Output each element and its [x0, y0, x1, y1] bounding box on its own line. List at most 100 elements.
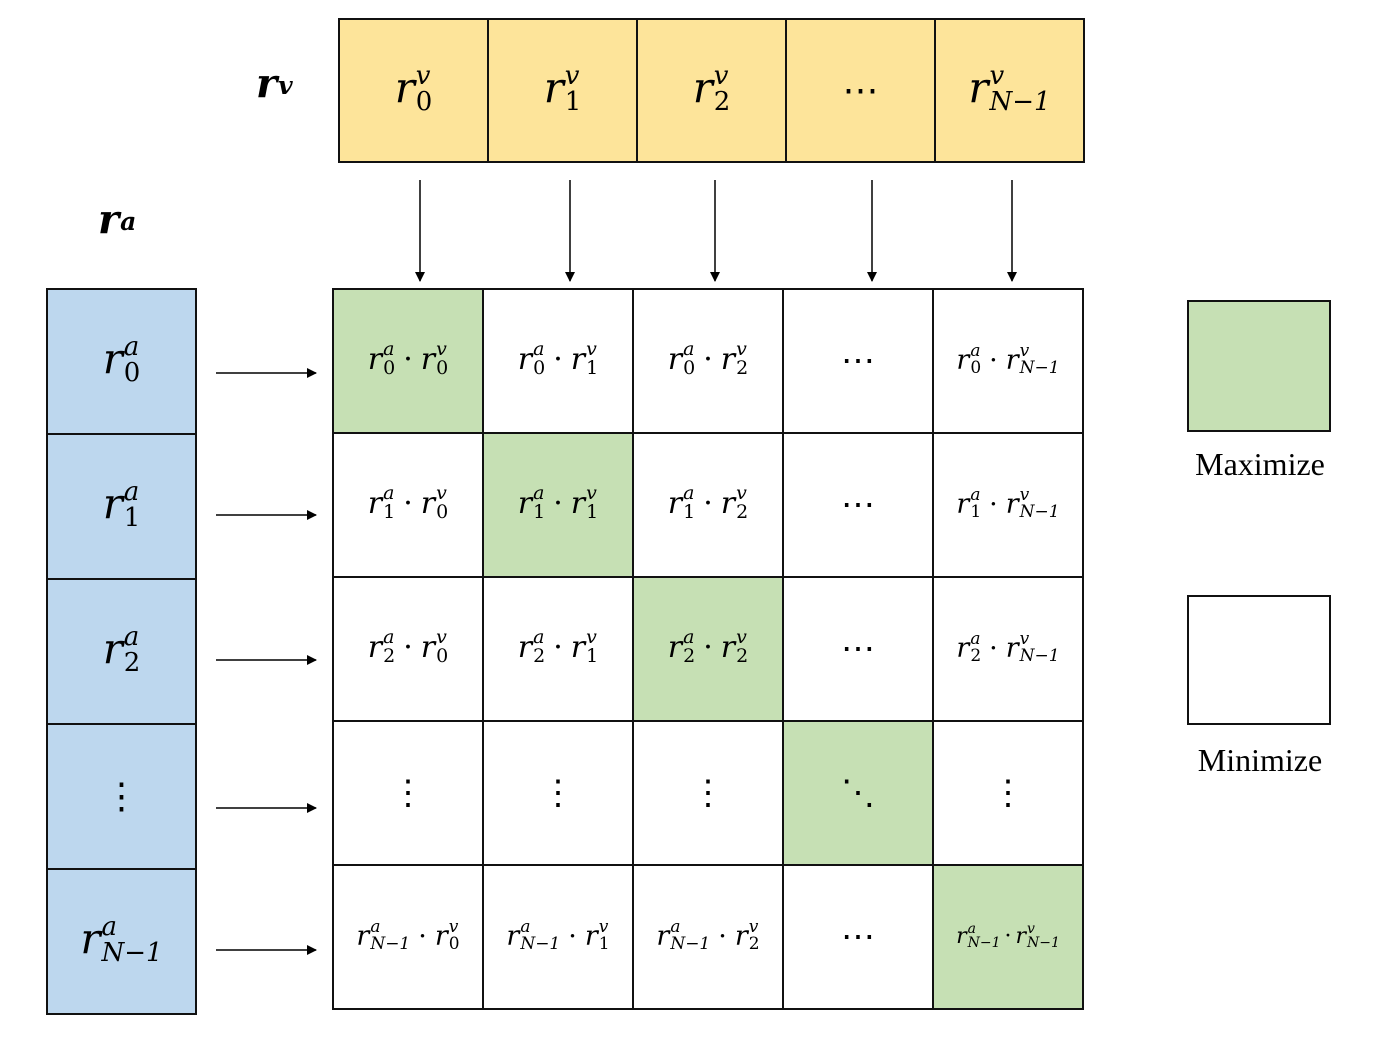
subscript: N−1 — [989, 86, 1051, 117]
subscript: 0 — [123, 357, 141, 388]
subscript: N−1 — [1019, 358, 1060, 378]
symbol-base: r — [102, 623, 123, 673]
symbol-base: r — [420, 342, 436, 377]
dot-operator: · — [989, 344, 998, 376]
subscript: 0 — [970, 358, 982, 378]
dot-operator: · — [403, 630, 413, 665]
dot-operator: · — [703, 486, 713, 521]
superscript: a — [970, 629, 981, 649]
dot-operator: · — [989, 632, 998, 664]
subscript: N−1 — [670, 934, 711, 954]
subscript: 1 — [383, 501, 396, 523]
ellipsis: ⋱ — [841, 773, 875, 813]
matrix-cell-1-3: ⋯ — [782, 432, 934, 578]
subscript: 0 — [436, 645, 449, 667]
subscript: 2 — [736, 501, 749, 523]
symbol-base: r — [720, 342, 736, 377]
symbol-base: r — [543, 62, 564, 112]
superscript: v — [989, 60, 1005, 91]
ellipsis: ⋮ — [691, 773, 725, 813]
dot-operator: · — [989, 488, 998, 520]
dot-operator: · — [403, 486, 413, 521]
ellipsis: ⋯ — [841, 341, 875, 381]
ellipsis: ⋮ — [541, 773, 575, 813]
symbol-base: r — [102, 478, 123, 528]
ellipsis: ⋯ — [842, 70, 879, 111]
symbol-base: r — [506, 920, 520, 952]
subscript: 0 — [436, 357, 449, 379]
subscript: 1 — [586, 645, 599, 667]
symbol-base: r — [734, 920, 748, 952]
symbol-base: r — [956, 488, 970, 520]
symbol-base: r — [570, 630, 586, 665]
subscript: 1 — [683, 501, 696, 523]
ellipsis: ⋯ — [841, 917, 875, 957]
superscript: v — [436, 482, 447, 504]
symbol-base: r — [570, 342, 586, 377]
superscript: v — [1019, 629, 1030, 649]
superscript: a — [383, 482, 395, 504]
symbol-base: r — [1015, 924, 1027, 949]
subscript: 2 — [736, 357, 749, 379]
superscript: v — [598, 917, 609, 937]
superscript: a — [123, 476, 140, 507]
superscript: v — [436, 626, 447, 648]
subscript: 1 — [598, 934, 610, 954]
legend-maximize-swatch — [1187, 300, 1331, 432]
symbol-base: r — [584, 920, 598, 952]
ellipsis: ⋮ — [103, 776, 140, 817]
subscript: N−1 — [967, 935, 1001, 951]
symbol-base: r — [420, 486, 436, 521]
dot-operator: · — [718, 920, 727, 952]
dot-operator: · — [553, 342, 563, 377]
ellipsis: ⋯ — [841, 629, 875, 669]
rv-element-3: ⋯ — [785, 18, 936, 163]
dot-operator: · — [553, 486, 563, 521]
symbol-base: r — [968, 62, 989, 112]
superscript: a — [383, 338, 395, 360]
subscript: 0 — [415, 86, 433, 117]
symbol-base: r — [420, 630, 436, 665]
symbol-base: r — [517, 486, 533, 521]
subscript: 0 — [683, 357, 696, 379]
symbol-base: r — [956, 924, 967, 949]
dot-operator: · — [403, 342, 413, 377]
matrix-cell-3-3: ⋱ — [782, 720, 934, 866]
symbol-base: r — [80, 913, 101, 963]
superscript: v — [1027, 921, 1035, 937]
superscript: v — [415, 60, 431, 91]
subscript: 0 — [448, 934, 460, 954]
subscript: 1 — [970, 502, 982, 522]
symbol-base: r — [692, 62, 713, 112]
dot-operator: · — [418, 920, 427, 952]
subscript: 2 — [970, 646, 982, 666]
dot-operator: · — [568, 920, 577, 952]
superscript: v — [1019, 341, 1030, 361]
symbol-base: r — [517, 630, 533, 665]
subscript: 0 — [383, 357, 396, 379]
subscript: 2 — [683, 645, 696, 667]
superscript: a — [683, 626, 695, 648]
superscript: a — [520, 917, 531, 937]
symbol-base: r — [356, 920, 370, 952]
symbol-base: r — [367, 486, 383, 521]
subscript: 1 — [533, 501, 546, 523]
subscript: 2 — [123, 647, 141, 678]
